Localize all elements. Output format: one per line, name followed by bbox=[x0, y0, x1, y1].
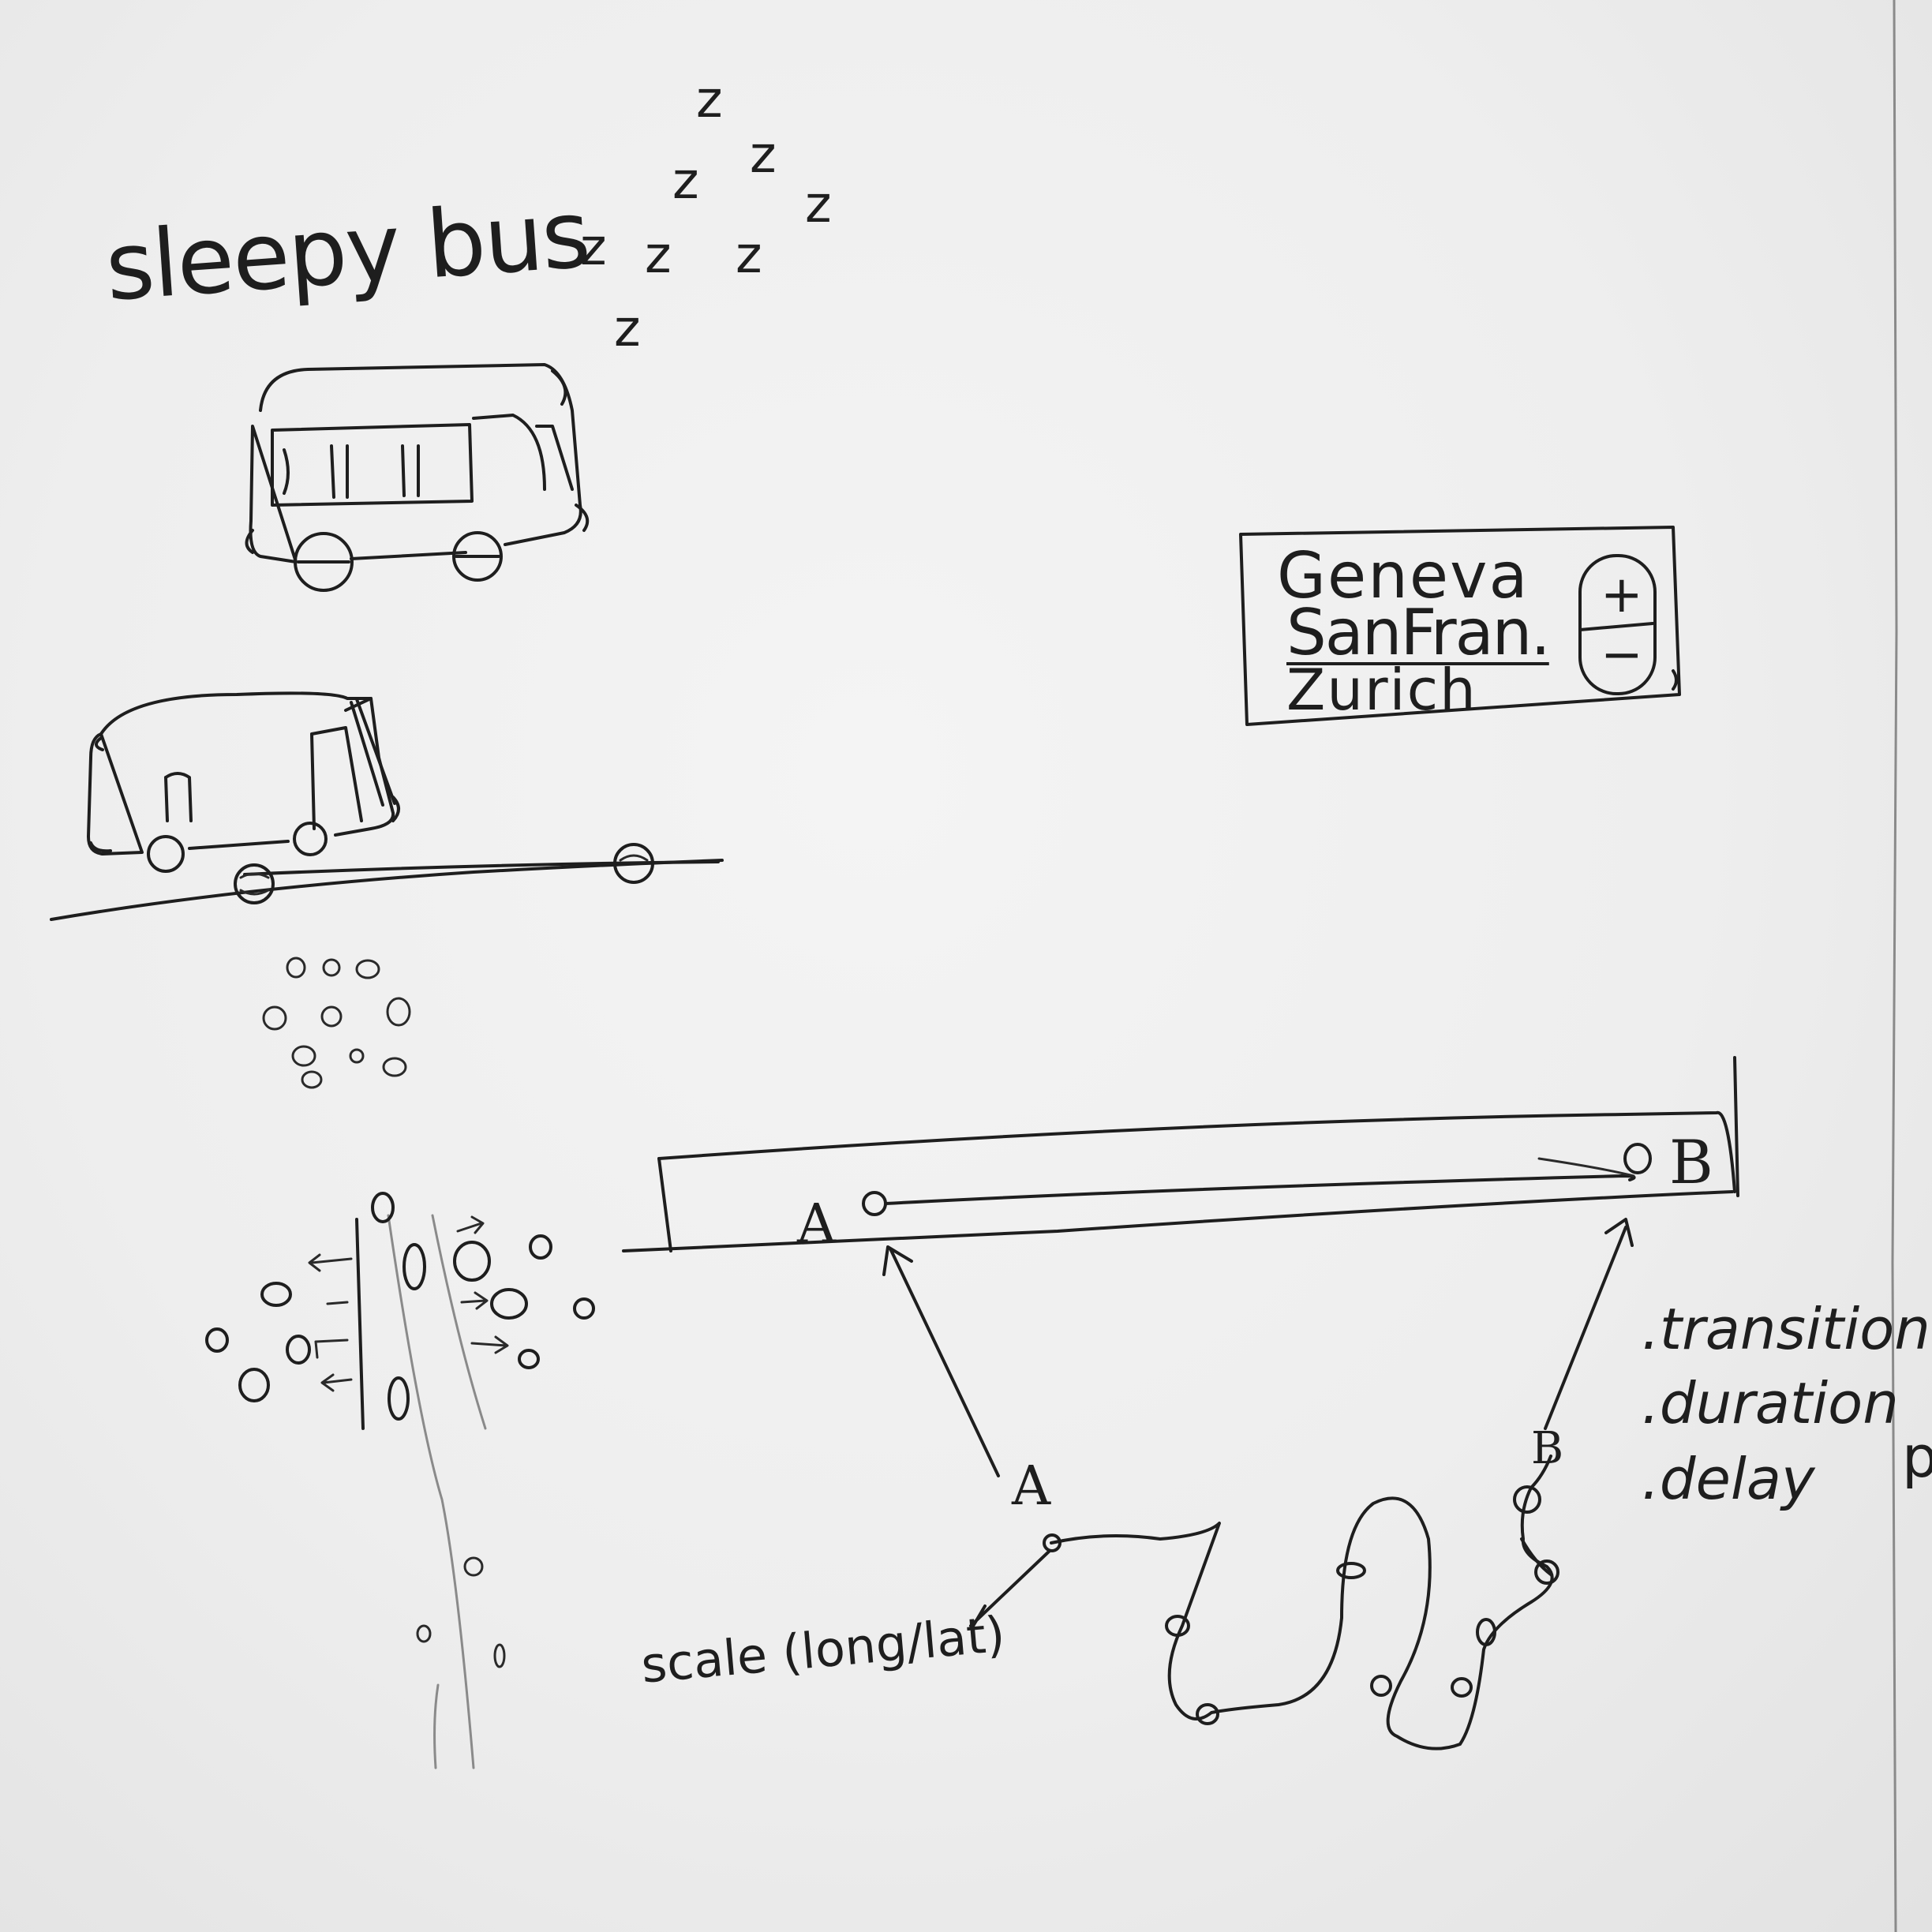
sleep-z: z bbox=[645, 227, 672, 285]
plus-icon[interactable]: + bbox=[1601, 566, 1643, 624]
sleep-z: z bbox=[750, 126, 777, 185]
bus-tilted-icon bbox=[87, 691, 400, 873]
minus-icon[interactable]: − bbox=[1601, 626, 1643, 684]
route-bar-start-label: A bbox=[797, 1193, 837, 1256]
city-option-zurich[interactable]: Zurich bbox=[1286, 657, 1477, 723]
map-route-start-label: A bbox=[1012, 1455, 1051, 1518]
sleep-z: z bbox=[736, 227, 762, 285]
city-option-sanfran[interactable]: SanFran. bbox=[1286, 596, 1551, 669]
map-route-end-label: B bbox=[1531, 1423, 1564, 1474]
sleep-z: z bbox=[696, 71, 723, 129]
city-option-geneva[interactable]: Geneva bbox=[1277, 539, 1530, 612]
zoom-control[interactable] bbox=[1578, 554, 1657, 695]
delay-prop: .delay bbox=[1642, 1446, 1815, 1512]
edge-note: p bbox=[1902, 1424, 1932, 1490]
bus-side-icon bbox=[245, 363, 590, 592]
map-route bbox=[969, 1455, 1559, 1750]
sleep-z: z bbox=[614, 300, 641, 358]
lane-diagram bbox=[205, 1192, 595, 1769]
sleep-z: z bbox=[672, 152, 699, 211]
arrow-up-icon bbox=[882, 1245, 1000, 1477]
sleep-z: z bbox=[580, 219, 607, 277]
route-bar-end-label: B bbox=[1669, 1127, 1713, 1197]
sleep-z: z bbox=[805, 176, 832, 234]
transition-prop: .transition bbox=[1642, 1296, 1930, 1362]
duration-prop: .duration bbox=[1642, 1370, 1899, 1436]
page-edge-line bbox=[1891, 0, 1898, 1932]
dot-cluster bbox=[262, 957, 411, 1089]
arrow-up-icon bbox=[1544, 1218, 1634, 1430]
city-selector-frame bbox=[1239, 526, 1681, 726]
route-bar bbox=[622, 1056, 1739, 1252]
road-nodes bbox=[234, 843, 654, 904]
road-line-lower bbox=[50, 859, 724, 921]
